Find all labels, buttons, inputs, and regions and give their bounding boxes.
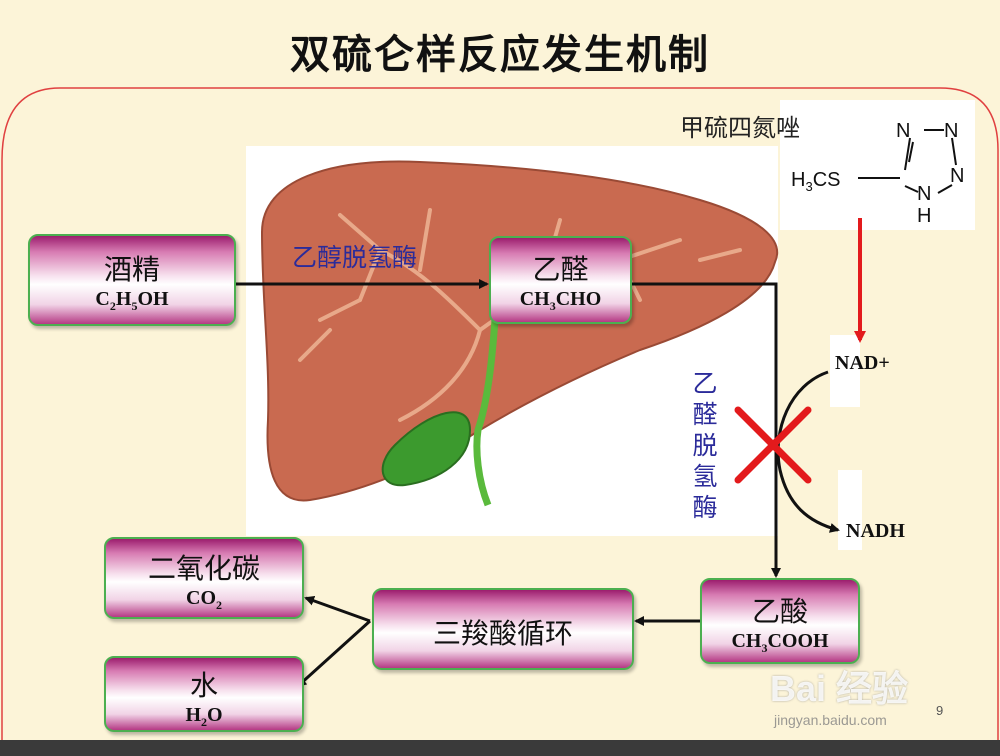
n-atom-3: N	[950, 165, 964, 187]
watermark-url: jingyan.baidu.com	[774, 712, 887, 728]
page-number: 9	[936, 703, 944, 718]
aldehyde-dehydrogenase-label: 乙 醛 脱 氢 酶	[692, 369, 718, 522]
alcohol-dehydrogenase-label: 乙醇脱氢酶	[292, 243, 418, 272]
nad-plus-label: NAD+	[835, 352, 890, 374]
molecule-panel	[780, 100, 975, 230]
inhibition-cross	[734, 406, 812, 484]
nadh-label-bg	[838, 470, 862, 550]
arrow-tca-to-co2	[304, 596, 371, 623]
acetaldehyde-name: 乙醛	[532, 253, 589, 286]
ethanol-name: 酒精	[103, 253, 160, 286]
n-atom-4: N	[917, 183, 931, 205]
h-atom: H	[917, 205, 931, 227]
acetaldehyde-formula: CH3CHO	[519, 288, 602, 313]
tca-cycle-box: 三羧酸循环	[372, 588, 634, 670]
ethanol-formula: C2H5OH	[95, 288, 169, 313]
nadh-label: NADH	[846, 520, 905, 542]
watermark: Bai 经验 jingyan.baidu.com	[770, 660, 908, 728]
tca-cycle-name: 三羧酸循环	[432, 617, 573, 650]
co2-formula: CO2	[186, 587, 222, 612]
co2-box: 二氧化碳 CO2	[104, 537, 304, 619]
acetic-acid-formula: CH3COOH	[731, 630, 829, 655]
bile-duct-green	[473, 319, 499, 507]
co2-name: 二氧化碳	[147, 552, 260, 585]
page-title: 双硫仑样反应发生机制	[290, 32, 710, 78]
nad-label-bg	[830, 335, 860, 407]
acetic-acid-box: 乙酸 CH3COOH	[700, 578, 860, 664]
gallbladder	[381, 411, 472, 487]
arrow-tca-to-water	[296, 619, 372, 688]
water-formula: H2O	[185, 704, 223, 729]
watermark-logo: Bai 经验	[770, 668, 909, 709]
inhibitor-label: 甲硫四氮唑	[680, 114, 800, 142]
n-atom-1: N	[896, 120, 910, 142]
arrow-acetaldehyde-to-acetic-acid	[632, 282, 781, 578]
acetaldehyde-box: 乙醛 CH3CHO	[489, 236, 632, 324]
water-name: 水	[189, 669, 218, 702]
ethanol-box: 酒精 C2H5OH	[28, 234, 236, 326]
n-atom-2: N	[944, 120, 958, 142]
window-bottom-bar	[0, 740, 1000, 756]
arrow-nad-to-nadh	[776, 370, 840, 533]
water-box: 水 H2O	[104, 656, 304, 732]
methylthio-group: H3CS	[791, 169, 840, 194]
acetic-acid-name: 乙酸	[751, 595, 808, 628]
liver-shape	[260, 160, 778, 502]
